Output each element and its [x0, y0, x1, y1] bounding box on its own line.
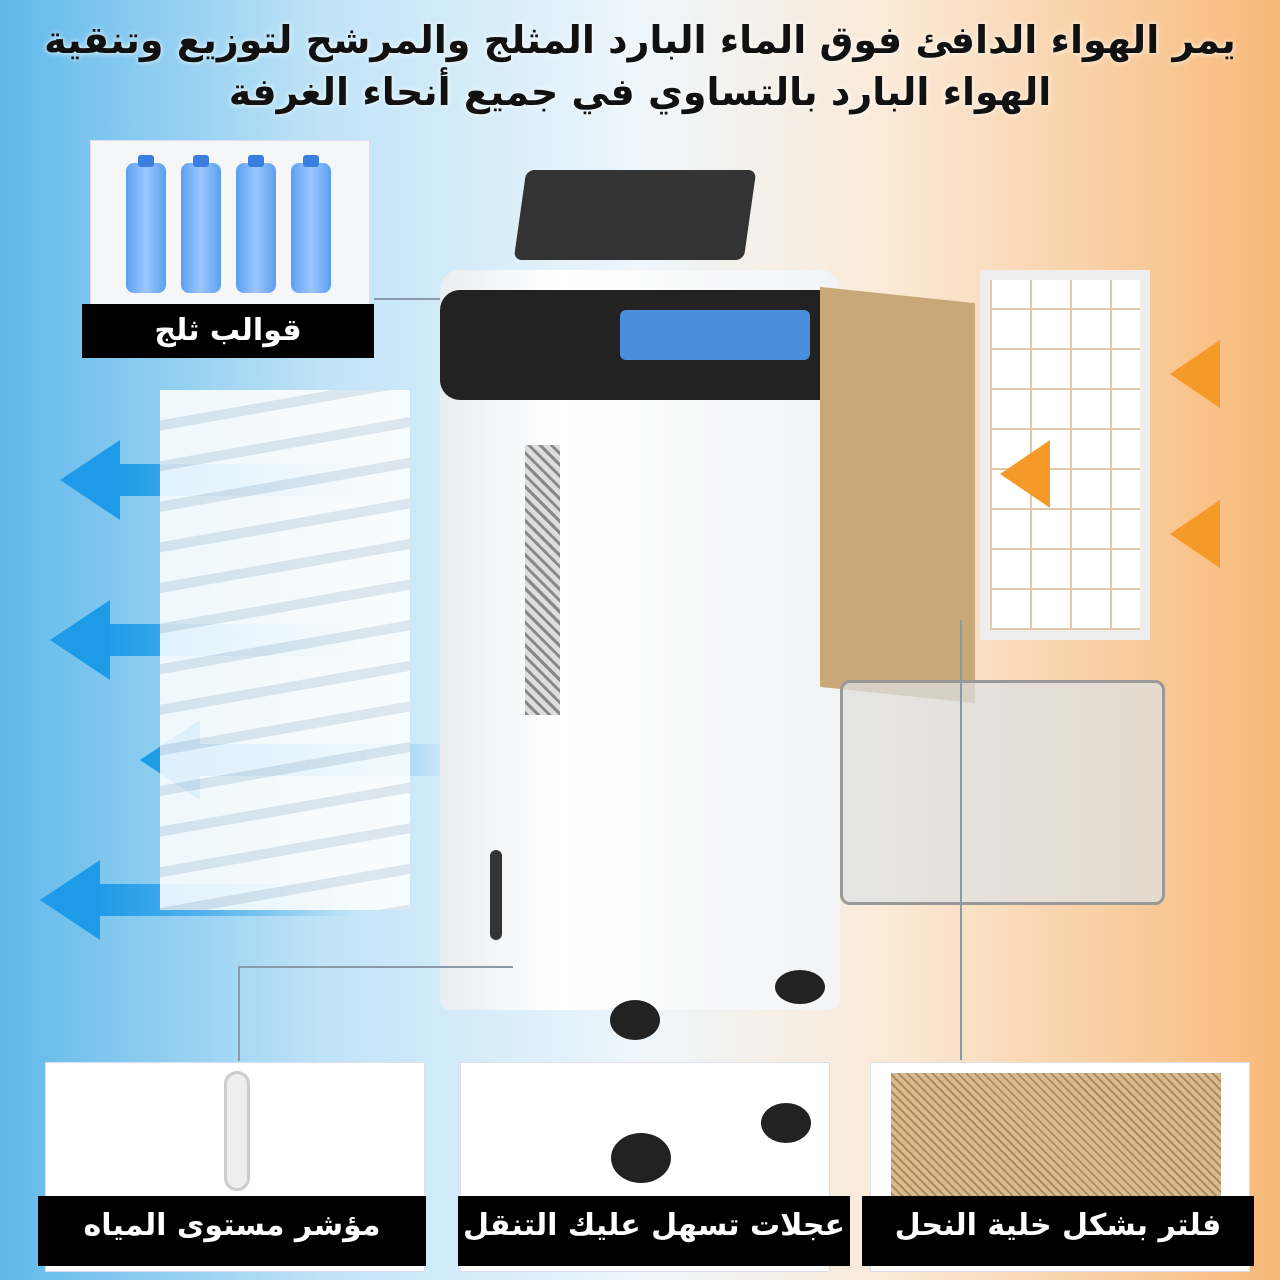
water-tank-window: [620, 310, 810, 360]
water-tank: [840, 680, 1165, 905]
honeycomb-filter-sample: [891, 1073, 1221, 1203]
wheel-icon: [610, 1000, 660, 1040]
cool-air-arrow-icon: [50, 600, 365, 680]
water-level-gauge: [224, 1071, 250, 1191]
ice-pack-bottle: [291, 155, 331, 293]
warm-air-arrow-icon: [1170, 340, 1220, 408]
honeycomb-filter-label: فلتر بشكل خلية النحل: [862, 1196, 1254, 1266]
water-level-label: مؤشر مستوى المياه: [38, 1196, 426, 1266]
cool-air-arrow-icon: [40, 860, 355, 940]
ice-pack-bottle: [126, 155, 166, 293]
ice-packs-label: قوالب ثلج: [82, 304, 374, 358]
connector-line: [238, 966, 513, 968]
ice-pack-bottle: [236, 155, 276, 293]
headline: يمر الهواء الدافئ فوق الماء البارد المثل…: [44, 18, 1236, 114]
louver-panel: [160, 390, 410, 910]
ice-pack-bottle: [181, 155, 221, 293]
wheel-icon: [611, 1133, 671, 1183]
ice-packs-panel: [90, 140, 370, 310]
top-lid: [513, 170, 757, 260]
warm-air-arrow-icon: [1170, 500, 1220, 568]
honeycomb-vent: [525, 445, 560, 715]
honeycomb-filter-pad: [820, 286, 975, 704]
cool-air-arrow-icon: [60, 440, 375, 520]
wheel-icon: [761, 1103, 811, 1143]
wheels-label: عجلات تسهل عليك التنقل: [458, 1196, 850, 1266]
wheel-icon: [775, 970, 825, 1004]
water-level-indicator: [490, 850, 502, 940]
connector-line: [238, 966, 240, 1061]
warm-air-arrow-icon: [1000, 440, 1050, 508]
connector-line: [960, 620, 962, 1060]
air-cooler: [440, 170, 840, 1040]
